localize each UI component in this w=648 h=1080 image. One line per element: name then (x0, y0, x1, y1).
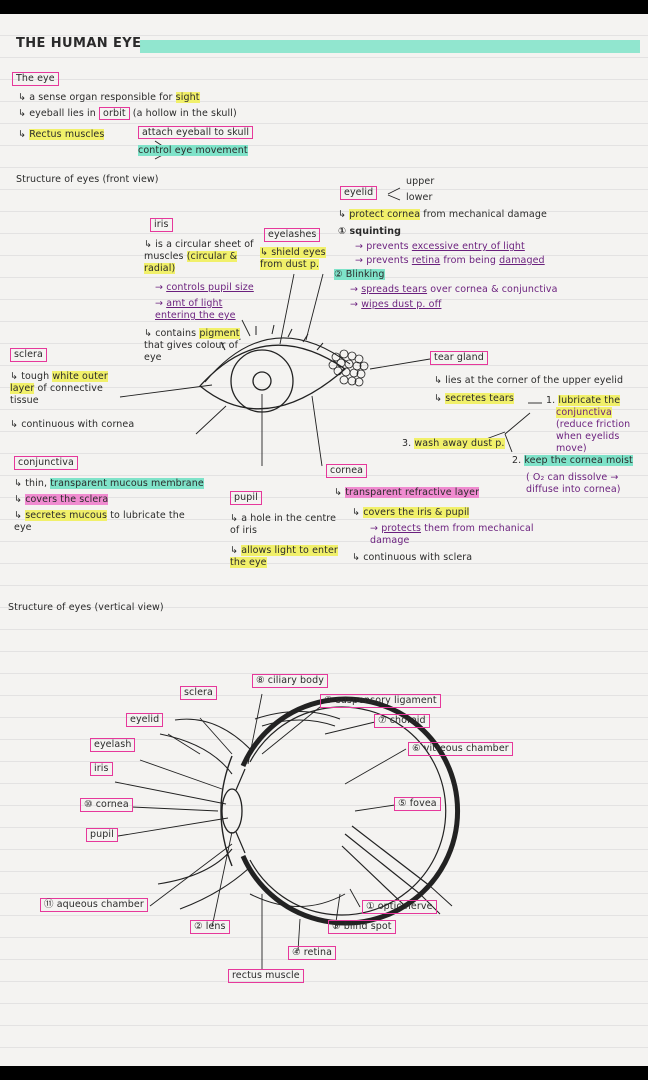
label-lens: ② lens (190, 920, 230, 934)
label-rectus-muscle: rectus muscle (228, 969, 304, 983)
squint-note-1: → prevents excessive entry of light (355, 241, 525, 252)
rectus-point-2: control eye movement (138, 145, 248, 156)
iris-note-1: ↳ is a circular sheet of muscles (circul… (144, 239, 254, 274)
ruled-lines (0, 14, 648, 1066)
cornea-note-4: ↳ continuous with sclera (352, 552, 473, 563)
cornea-label: cornea (326, 464, 368, 478)
cornea-note-2: ↳ covers the iris & pupil (352, 507, 470, 518)
iris-note-4: ↳ contains pigment that gives colour of … (144, 328, 240, 363)
squint-note-2: → prevents retina from being damaged (355, 255, 545, 266)
eyelid-lower: lower (406, 192, 433, 203)
eyelid-note: ↳ protect cornea from mechanical damage (338, 209, 547, 220)
conj-note-1: ↳ thin, transparent mucous membrane (14, 478, 204, 489)
sclera-note-1: ↳ tough white outer layer of connective … (10, 371, 108, 406)
blink-note-1: → spreads tears over cornea & conjunctiv… (350, 284, 558, 295)
tear-fn-1: 1. lubricate the (546, 395, 621, 406)
squinting: ① squinting (338, 226, 402, 237)
eyelashes-label: eyelashes (264, 228, 321, 242)
pupil-label: pupil (230, 491, 262, 505)
iris-note-2: → controls pupil size (155, 282, 254, 293)
eye-heading: The eye (12, 72, 59, 86)
label-pupil: pupil (86, 828, 118, 842)
label-blind-spot: ③ blind spot (328, 920, 396, 934)
tear-note-1: ↳ lies at the corner of the upper eyelid (434, 375, 624, 386)
tear-fn-3: 3. wash away dust p. (402, 438, 505, 449)
label-optic-nerve: ① optic nerve (362, 900, 437, 914)
intro-line-3: ↳ Rectus muscles (18, 129, 105, 140)
label-suspensory-ligament: ⑨ suspensory ligament (320, 694, 441, 708)
eyelid-upper: upper (406, 176, 435, 187)
label-cornea: ⑩ cornea (80, 798, 133, 812)
tear-gland-label: tear gland (430, 351, 488, 365)
label-eyelash: eyelash (90, 738, 136, 752)
label-eyelid: eyelid (126, 713, 164, 727)
page-title: THE HUMAN EYE (16, 36, 142, 51)
label-sclera: sclera (180, 686, 217, 700)
iris-label: iris (150, 218, 173, 232)
intro-line-1: ↳ a sense organ responsible for sight (18, 92, 200, 103)
blinking: ② Blinking (334, 269, 385, 280)
vertical-eye-drawing (157, 696, 461, 926)
label-vitreous-chamber: ⑥ vitreous chamber (408, 742, 513, 756)
pupil-note-2: ↳ allows light to enter the eye (230, 545, 338, 568)
tear-fn-2b: ( O₂ can dissolve → diffuse into cornea) (526, 472, 621, 495)
label-aqueous-chamber: ⑪ aqueous chamber (40, 898, 148, 912)
conjunctiva-label: conjunctiva (14, 456, 78, 470)
pupil-note-1: ↳ a hole in the centre of iris (230, 513, 337, 536)
vertical-view-leader-lines (114, 693, 407, 969)
eyelid-label: eyelid (340, 186, 378, 200)
cornea-note-3: → protects them from mechanical damage (370, 523, 534, 546)
notebook-page: THE HUMAN EYE The eye ↳ a sense organ re… (0, 14, 648, 1066)
blink-note-2: → wipes dust p. off (350, 299, 442, 310)
title-highlight (140, 40, 640, 53)
sclera-label: sclera (10, 348, 47, 362)
label-retina: ④ retina (288, 946, 337, 960)
label-iris: iris (90, 762, 113, 776)
iris-note-3: → amt of light entering the eye (155, 298, 236, 321)
front-view-leader-lines (119, 140, 542, 467)
front-view-heading: Structure of eyes (front view) (16, 174, 159, 185)
conj-note-2: ↳ covers the sclera (14, 494, 109, 505)
eyelashes-note: ↳ shield eyes from dust p. (260, 247, 326, 270)
vertical-view-heading: Structure of eyes (vertical view) (8, 602, 164, 613)
tear-fn-2: 2. keep the cornea moist (512, 455, 633, 466)
tear-fn-1b: conjunctiva(reduce friction when eyelids… (556, 407, 631, 454)
conj-note-3: ↳ secretes mucous to lubricate the eye (14, 510, 185, 533)
label-ciliary-body: ⑧ ciliary body (252, 674, 328, 688)
label-fovea: ⑤ fovea (394, 797, 441, 811)
tear-note-2: ↳ secretes tears (434, 393, 514, 404)
rectus-point-1: attach eyeball to skull (138, 126, 254, 139)
intro-line-2: ↳ eyeball lies in orbit (a hollow in the… (18, 107, 237, 120)
diagram-drawings (114, 40, 640, 969)
sclera-note-2: ↳ continuous with cornea (10, 419, 135, 430)
cornea-note-1: ↳ transparent refractive layer (334, 487, 480, 498)
label-choroid: ⑦ choroid (374, 714, 430, 728)
